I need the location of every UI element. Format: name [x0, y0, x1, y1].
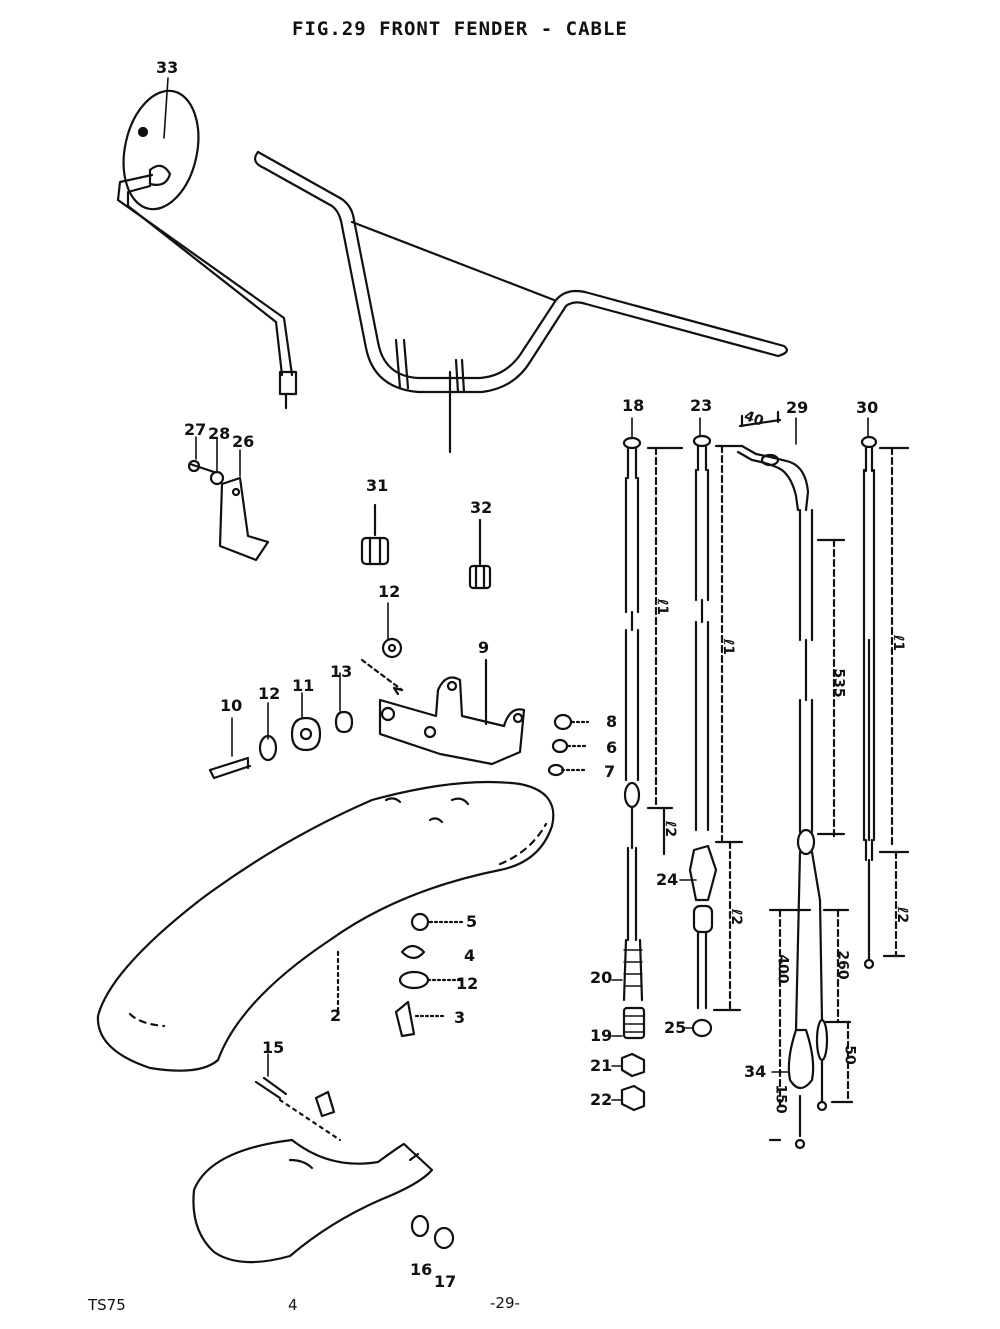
dimension-l1-cable-23: ℓ1: [720, 638, 737, 656]
callout-25: 25: [664, 1018, 687, 1037]
mudflap-part: [193, 1078, 453, 1262]
leader-lines: [164, 78, 868, 1100]
callout-17: 17: [434, 1272, 457, 1291]
footer-model: TS75: [88, 1296, 126, 1314]
callout-7: 7: [604, 762, 616, 781]
callout-23: 23: [690, 396, 713, 415]
dimension-50: 50: [841, 1045, 858, 1065]
dimension-150: 150: [772, 1084, 789, 1114]
callout-30: 30: [856, 398, 879, 417]
bracket-part-26: [189, 461, 268, 560]
figure-title: FIG.29 FRONT FENDER - CABLE: [292, 18, 628, 40]
callout-27: 27: [184, 420, 207, 439]
fender-bracket-part-9: [210, 639, 588, 778]
dimension-l2-cable-23: ℓ2: [728, 908, 745, 926]
callout-22: 22: [590, 1090, 613, 1109]
cable-part-18: [622, 438, 682, 1110]
callout-12-left: 12: [258, 684, 281, 703]
callout-9: 9: [478, 638, 490, 657]
cable-part-23: [690, 436, 742, 1036]
callout-12-lower: 12: [456, 974, 479, 993]
callout-33: 33: [156, 58, 179, 77]
callout-11: 11: [292, 676, 315, 695]
callout-26: 26: [232, 432, 255, 451]
callout-31: 31: [366, 476, 389, 495]
callout-16: 16: [410, 1260, 433, 1279]
mirror-part-33: [113, 84, 296, 408]
dimension-260: 260: [834, 950, 851, 980]
callout-4: 4: [464, 946, 476, 965]
callout-18: 18: [622, 396, 645, 415]
cable-part-30: [862, 437, 908, 968]
handlebar-part: [255, 152, 787, 452]
dimension-400: 400: [774, 954, 791, 984]
cable-part-29: [738, 412, 852, 1148]
dimension-535: 535: [830, 668, 847, 698]
footer-page-number: -29-: [490, 1294, 520, 1312]
clip-part-31: [362, 505, 388, 564]
callout-28: 28: [208, 424, 231, 443]
callout-10: 10: [220, 696, 243, 715]
front-fender-part-2: [98, 782, 553, 1071]
clip-part-32: [470, 520, 490, 588]
callout-15: 15: [262, 1038, 285, 1057]
dimension-l1-cable-30: ℓ1: [890, 634, 907, 652]
callout-19: 19: [590, 1026, 613, 1045]
dimension-l2-cable-30: ℓ2: [894, 906, 911, 924]
callout-5: 5: [466, 912, 478, 931]
callout-12-top: 12: [378, 582, 401, 601]
callout-8: 8: [606, 712, 618, 731]
callout-13: 13: [330, 662, 353, 681]
callout-34: 34: [744, 1062, 767, 1081]
dimension-l2-cable-18: ℓ2: [662, 820, 679, 838]
callout-21: 21: [590, 1056, 613, 1075]
footer-mid: 4: [288, 1296, 298, 1314]
callout-32: 32: [470, 498, 493, 517]
callout-24: 24: [656, 870, 679, 889]
callout-2: 2: [330, 1006, 342, 1025]
callout-29: 29: [786, 398, 809, 417]
callout-3: 3: [454, 1008, 466, 1027]
callout-20: 20: [590, 968, 613, 987]
callout-6: 6: [606, 738, 618, 757]
dimension-l1-cable-18: ℓ1: [654, 598, 671, 616]
